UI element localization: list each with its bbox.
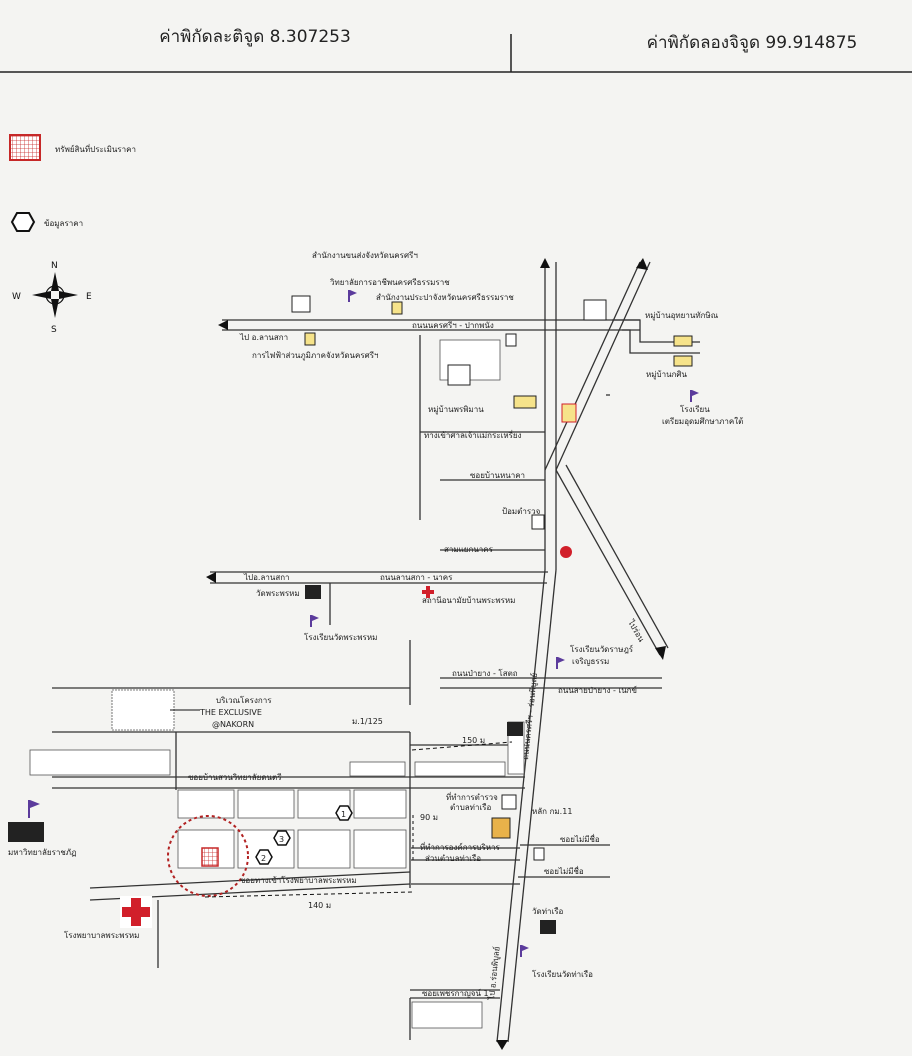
label-tao-office: ที่ทำการองค์การบริหาร xyxy=(420,841,501,852)
label-vocational-college: วิทยาลัยการอาชีพนครศรีธรรมราช xyxy=(329,278,450,287)
label-to-lansaka-2: ไปอ.ลานสกา xyxy=(243,573,290,582)
label-electricity-office: การไฟฟ้าส่วนภูมิภาคจังหวัดนครศรีฯ xyxy=(252,351,379,361)
price-marker-3: 3 xyxy=(273,830,291,846)
label-kasin-village: หมู่บ้านกศิน xyxy=(646,370,688,380)
building-icons xyxy=(8,295,693,934)
label-distance-90: 90 ม xyxy=(420,813,438,822)
direction-arrows xyxy=(206,258,666,1050)
label-tao-tha-ruea: ส่วนตำบลท่าเรือ xyxy=(425,854,481,863)
school-flag-icons xyxy=(28,290,699,957)
label-project-area: บริเวณโครงการ xyxy=(216,695,272,705)
legend-price-label: ข้อมูลราคา xyxy=(44,219,83,229)
label-to-lansaka: ไป อ.ลานสกา xyxy=(239,333,288,342)
label-police-station: ที่ทำการตำรวจ xyxy=(446,791,498,802)
label-road-nakhon-pakphanang: ถนนนครศรีฯ - ปากพนัง xyxy=(412,321,494,330)
label-waterworks: สำนักงานประปาจังหวัดนครศรีธรรมราช xyxy=(376,293,514,302)
property-icon xyxy=(201,847,219,867)
svg-text:2: 2 xyxy=(261,854,266,863)
legend-property-label: ทรัพย์สินที่ประเมินราคา xyxy=(55,143,136,154)
label-uthayan-village: หมู่บ้านอุทยานทักษิณ xyxy=(645,311,719,321)
compass-e: E xyxy=(86,292,92,302)
price-marker-2: 2 xyxy=(255,849,273,865)
label-house-number: ม.1/125 xyxy=(352,717,383,726)
latitude-header: ค่าพิกัดละติจูด 8.307253 xyxy=(0,0,510,72)
label-triam-udom: เตรียมอุดมศึกษาภาคใต้ xyxy=(662,417,743,426)
label-health-station: สถานีอนามัยบ้านพระพรหม xyxy=(422,596,515,605)
label-soi-unnamed-1: ซอยไม่มีชื่อ xyxy=(560,833,600,844)
property-legend-icon xyxy=(9,134,41,161)
label-nakorn: @NAKORN xyxy=(212,720,254,729)
map-labels: สำนักงานขนส่งจังหวัดนครศรีฯ วิทยาลัยการอ… xyxy=(8,251,743,1001)
label-road-lansaka-nakhon: ถนนลานสกา - นาคร xyxy=(380,573,453,582)
compass-n: N xyxy=(51,261,58,271)
label-transport-office: สำนักงานขนส่งจังหวัดนครศรีฯ xyxy=(312,251,418,260)
label-phra-phrom-school: โรงเรียนวัดพระพรหม xyxy=(304,632,377,642)
compass-s: S xyxy=(51,325,57,335)
distance-lines xyxy=(170,709,513,898)
legend: ทรัพย์สินที่ประเมินราคา ข้อมูลราคา xyxy=(9,134,136,232)
label-shrine-entrance: ทางเข้าศาลเจ้าแม่กระเหรี่ยง xyxy=(424,429,522,440)
label-distance-150: 150 ม xyxy=(462,736,485,745)
label-charoen-tham: เจริญธรรม xyxy=(572,657,609,666)
label-soi-phet: ซอยเพชรกาญจน์ 1 xyxy=(422,988,489,998)
label-sam-yaek-nakhon: สามแยกนาคร xyxy=(444,545,494,554)
label-to-ron-phibun: ไป อ.ร่อนพิบูลย์ xyxy=(486,946,503,1001)
label-school: โรงเรียน xyxy=(680,404,710,414)
health-station-icon xyxy=(422,586,434,598)
label-rajabhat: มหาวิทยาลัยราชภัฏ xyxy=(8,848,76,857)
label-exclusive: THE EXCLUSIVE xyxy=(199,708,262,717)
label-road-nakhon-ron: ถนนนครศรีฯ - ร่อนพิบูลย์ xyxy=(520,672,540,760)
label-wat-rat-school: โรงเรียนวัดราษฎร์ xyxy=(570,644,634,654)
longitude-text: ค่าพิกัดลองจิจูด 99.914875 xyxy=(646,32,858,53)
label-police-box: ป้อมตำรวจ xyxy=(502,507,541,516)
hospital-icon xyxy=(120,896,152,928)
label-pornpiman-village: หมู่บ้านพรพิมาน xyxy=(428,405,484,415)
svg-text:1: 1 xyxy=(341,810,346,819)
compass-icon: N S E W xyxy=(12,261,92,335)
label-distance-140: 140 ม xyxy=(308,901,331,910)
label-wat-tha-ruea: วัดท่าเรือ xyxy=(532,907,563,916)
label-to-ron: ไปร่อน xyxy=(626,618,646,644)
label-soi-unnamed-2: ซอยไม่มีชื่อ xyxy=(544,865,584,876)
label-soi-nakha: ซอยบ้านหนาคา xyxy=(470,471,525,480)
label-hospital: โรงพยาบาลพระพรหม xyxy=(64,930,139,940)
price-marker-1: 1 xyxy=(335,805,353,821)
svg-text:3: 3 xyxy=(279,835,284,844)
label-tha-ruea: ตำบลท่าเรือ xyxy=(450,803,491,812)
longitude-header: ค่าพิกัดลองจิจูด 99.914875 xyxy=(512,0,912,72)
label-wat-phra-phrom: วัดพระพรหม xyxy=(256,589,300,598)
label-km-11: หลัก กม.11 xyxy=(532,807,572,816)
latitude-text: ค่าพิกัดละติจูด 8.307253 xyxy=(159,26,351,47)
price-data-legend-icon xyxy=(10,212,36,232)
label-tha-ruea-school: โรงเรียนวัดท่าเรือ xyxy=(532,969,593,979)
property-location-marker xyxy=(167,815,249,897)
label-soi-music-college: ซอยบ้านสวนวิทยาลัยดนตรี xyxy=(188,773,282,782)
lot-blocks xyxy=(29,339,525,1029)
label-payang-sotot: ถนนป่ายาง - โสตถ xyxy=(452,668,518,678)
compass-w: W xyxy=(12,292,21,302)
label-payang-nek: ถนนสายป่ายาง - เนกข์ xyxy=(558,685,637,695)
label-soi-hospital: ซอยทางเข้าโรงพยาบาลพระพรหม xyxy=(240,875,357,885)
